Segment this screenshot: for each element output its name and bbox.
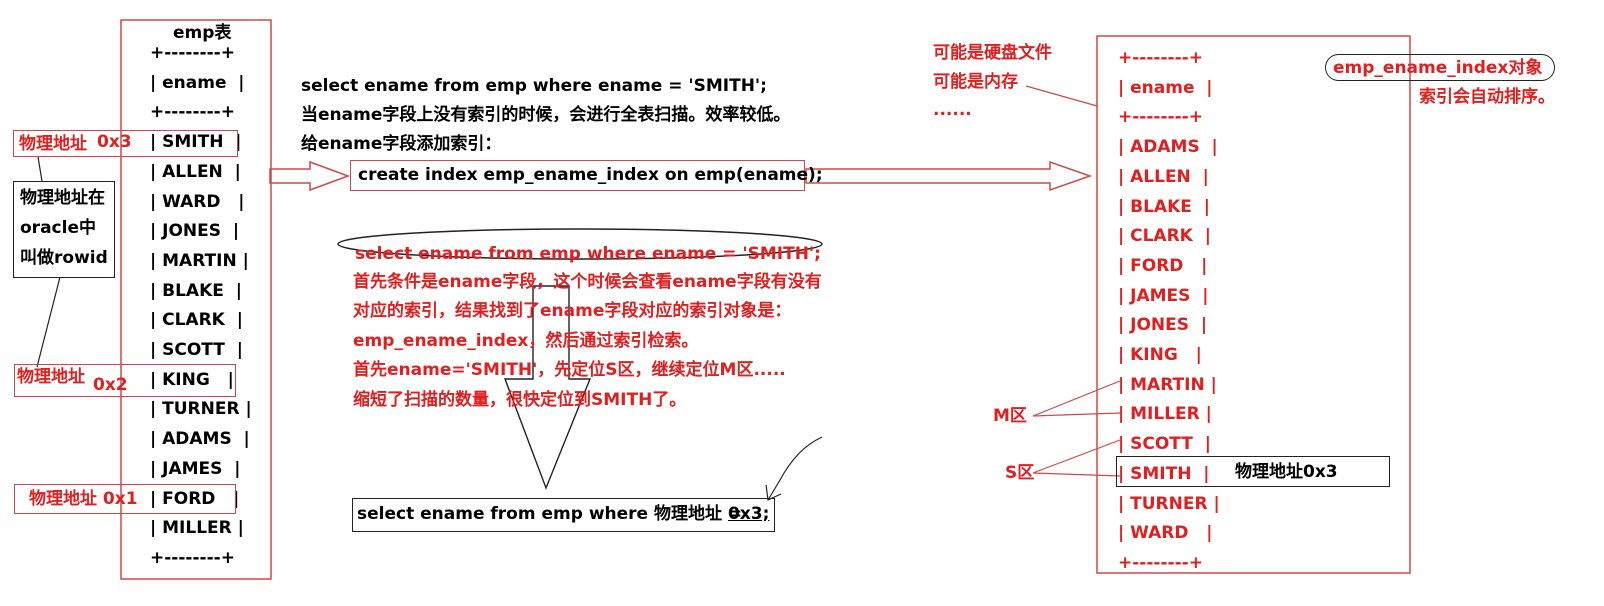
addr-box-king [14, 364, 236, 397]
rowid-note-box [13, 181, 115, 278]
m-zone-label: M区 [993, 406, 1027, 426]
table-row: | FORD | [150, 488, 240, 509]
explain-query: select ename from emp where ename = 'SMI… [355, 244, 821, 264]
addr-label-ford: 物理地址 0x1 [29, 489, 138, 509]
table-row: +--------+ [1118, 107, 1203, 128]
down-arrow [503, 285, 592, 490]
table-row: | CLARK | [1118, 226, 1211, 247]
table-row: | KING | [1118, 345, 1202, 365]
table-row: | ename | [150, 72, 245, 93]
final-query-box [352, 498, 775, 532]
query-oval [337, 228, 823, 260]
table-row: | SMITH | [150, 132, 242, 153]
addr-hex-smith: 0x3 [97, 132, 132, 152]
table-row: | ALLEN | [150, 161, 241, 182]
index-object-pill [1325, 54, 1555, 81]
smith-addr-label: 物理地址0x3 [1235, 462, 1338, 482]
hollow-arrow-left [269, 160, 351, 192]
query-line: select ename from emp where ename = 'SMI… [301, 76, 767, 96]
table-row: | FORD | [1118, 255, 1208, 276]
table-row: +--------+ [150, 102, 235, 123]
table-row: | WARD | [1118, 523, 1213, 544]
no-index-line: 当ename字段上没有索引的时候，会进行全表扫描。效率较低。 [301, 105, 791, 125]
table-row: | SCOTT | [150, 340, 243, 360]
rowid-note-line-1: 物理地址在 [20, 188, 105, 208]
rowid-note-line-3: 叫做rowid [20, 248, 108, 268]
table-row: | JAMES | [1118, 285, 1209, 306]
storage-note-line-1: 可能是硬盘文件 [933, 43, 1052, 63]
table-row: | MARTIN | [1118, 374, 1217, 395]
table-row: | JONES | [150, 221, 240, 242]
index-object-name: emp_ename_index对象 [1333, 58, 1543, 78]
hollow-arrow-right [805, 160, 1093, 192]
addr-box-ford [14, 484, 236, 514]
storage-note-line-3: ...... [933, 100, 972, 120]
left-table-title: emp表 [173, 23, 232, 43]
addr-label-king: 物理地址 [17, 367, 85, 387]
table-row: | MILLER | [1118, 404, 1212, 425]
table-row: | ALLEN | [1118, 166, 1209, 187]
explain-line-2: 对应的索引，结果找到了ename字段对应的索引对象是： [353, 301, 792, 321]
curve-arrow [767, 436, 823, 501]
table-row: | MARTIN | [150, 250, 249, 271]
final-query-addr: 0x3; [728, 504, 770, 524]
smith-addr-box [1116, 456, 1390, 487]
table-row: | ADAMS | [150, 429, 250, 450]
table-row: | BLAKE | [1118, 196, 1210, 217]
rowid-note-line-2: oracle中 [20, 218, 96, 238]
addr-hex-king: 0x2 [93, 375, 128, 395]
table-row: +--------+ [1118, 48, 1203, 68]
table-row: | SMITH | [1118, 463, 1210, 484]
explain-line-1: 首先条件是ename字段，这个时候会查看ename字段有没有 [353, 272, 822, 292]
table-row: | TURNER | [1118, 493, 1220, 514]
explain-line-3: emp_ename_index，然后通过索引检索。 [353, 331, 699, 351]
add-index-line: 给ename字段添加索引： [301, 134, 502, 154]
left-table-frame [120, 19, 272, 580]
explain-line-5: 缩短了扫描的数量，很快定位到SMITH了。 [353, 390, 687, 410]
table-row: | JAMES | [150, 458, 241, 479]
storage-note-line-2: 可能是内存 [933, 72, 1018, 92]
table-row: | WARD | [150, 191, 245, 212]
addr-label-smith: 物理地址 [19, 134, 87, 154]
table-row: +--------+ [1118, 552, 1203, 573]
table-row: | CLARK | [150, 310, 243, 331]
table-row: | JONES | [1118, 315, 1208, 336]
s-zone-label: S区 [1005, 463, 1035, 483]
table-row: | MILLER | [150, 518, 244, 539]
final-query-prefix: select ename from emp where 物理地址 = [357, 504, 743, 524]
table-row: | TURNER | [150, 399, 252, 420]
table-row: +--------+ [150, 43, 235, 63]
addr-box-smith [13, 130, 238, 157]
create-index-box [350, 160, 805, 191]
table-row: | KING | [150, 369, 234, 390]
index-object-note: 索引会自动排序。 [1419, 87, 1555, 107]
table-row: | ADAMS | [1118, 137, 1218, 158]
table-row: +--------+ [150, 547, 235, 568]
create-index-text: create index emp_ename_index on emp(enam… [358, 165, 823, 185]
right-table-frame [1096, 35, 1411, 574]
table-row: | BLAKE | [150, 280, 242, 301]
table-row: | ename | [1118, 77, 1213, 98]
table-row: | SCOTT | [1118, 434, 1211, 455]
explain-line-4: 首先ename='SMITH'，先定位S区，继续定位M区..... [353, 360, 786, 380]
